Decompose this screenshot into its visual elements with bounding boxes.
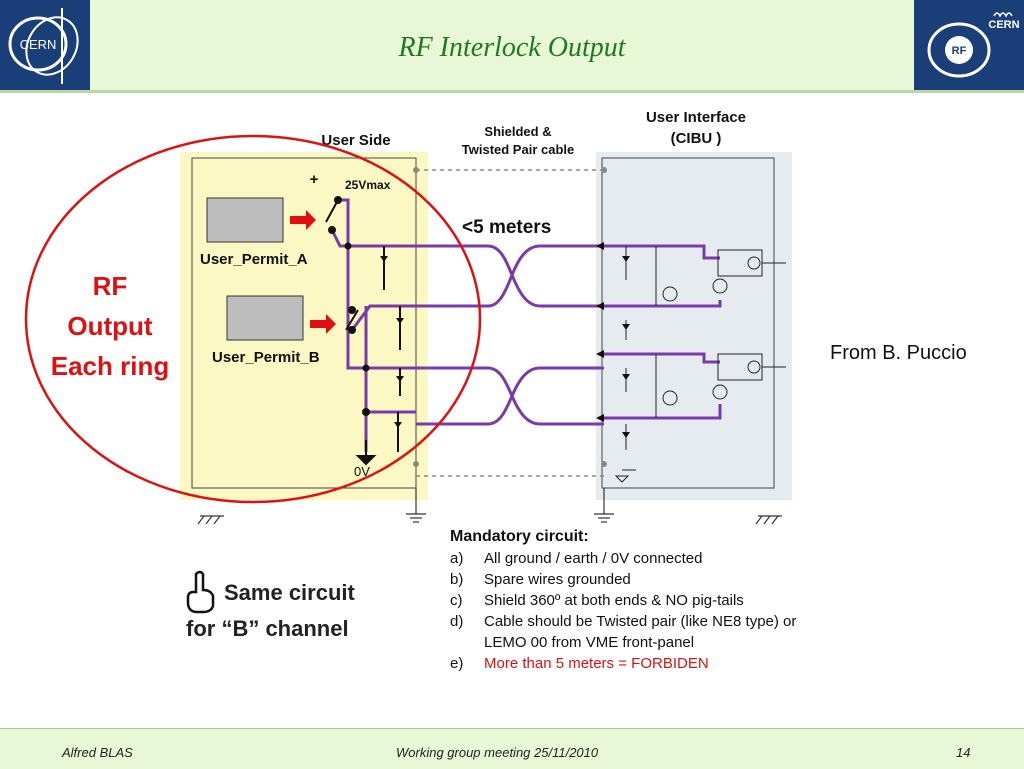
distance-label: <5 meters — [462, 217, 551, 238]
list-item: b)Spare wires grounded — [450, 571, 631, 588]
list-item: c)Shield 360º at both ends & NO pig-tail… — [450, 592, 744, 609]
footer-bar: Alfred BLAS Working group meeting 25/11/… — [0, 728, 1024, 769]
cibu-panel — [596, 152, 792, 500]
rf-logo-text: RF — [952, 45, 967, 57]
zero-v-label: 0V — [354, 464, 370, 479]
cern-logo-left: CERN — [0, 0, 90, 90]
cern-logo-left-text: CERN — [20, 37, 57, 52]
permit-a-label: User_Permit_A — [200, 251, 308, 268]
voltage-label: 25Vmax — [345, 178, 391, 192]
list-item: a)All ground / earth / 0V connected — [450, 550, 703, 567]
rf-label-line2: Output — [67, 311, 153, 341]
cern-logo-right-text: CERN — [988, 19, 1019, 31]
arrow-a-icon — [290, 210, 316, 230]
interlock-diagram: User Side Shielded & Twisted Pair cable … — [24, 109, 792, 525]
highlight-ellipse — [24, 134, 482, 504]
arrow-b-icon — [310, 314, 336, 334]
rf-output-label: RF Output Each ring — [40, 266, 180, 386]
list-item: d)Cable should be Twisted pair (like NE8… — [450, 613, 797, 651]
footer-meeting: Working group meeting 25/11/2010 — [396, 745, 599, 760]
user-interface-label-2: (CIBU ) — [671, 130, 722, 147]
cable-label-1: Shielded & — [484, 124, 551, 139]
rf-label-line3: Each ring — [50, 351, 170, 381]
footer-author: Alfred BLAS — [62, 745, 133, 760]
rf-label-line1: RF — [92, 271, 128, 301]
plus-label: + — [310, 171, 319, 188]
permit-a-box — [206, 197, 284, 243]
user-side-label: User Side — [321, 132, 390, 149]
footer-page-number: 14 — [956, 745, 971, 760]
header-bar — [0, 0, 1024, 93]
mandatory-circuit-list: Mandatory circuit: a)All ground / earth … — [450, 528, 810, 674]
same-circuit-line2: for “B” channel — [186, 616, 349, 641]
same-circuit-line1: Same circuit — [224, 580, 355, 605]
mandatory-title: Mandatory circuit: — [450, 528, 589, 545]
permit-b-label: User_Permit_B — [212, 349, 320, 366]
rf-logo-right: RF CERN — [914, 0, 1024, 90]
source-note: From B. Puccio — [830, 342, 967, 364]
page-title: RF Interlock Output — [398, 32, 626, 63]
user-interface-label-1: User Interface — [646, 109, 746, 126]
permit-b-box — [226, 295, 304, 341]
list-item: e)More than 5 meters = FORBIDEN — [450, 655, 709, 672]
same-circuit-note: Same circuit for “B” channel — [150, 570, 430, 690]
cable-label-2: Twisted Pair cable — [462, 142, 574, 157]
pointing-hand-icon — [186, 570, 215, 614]
